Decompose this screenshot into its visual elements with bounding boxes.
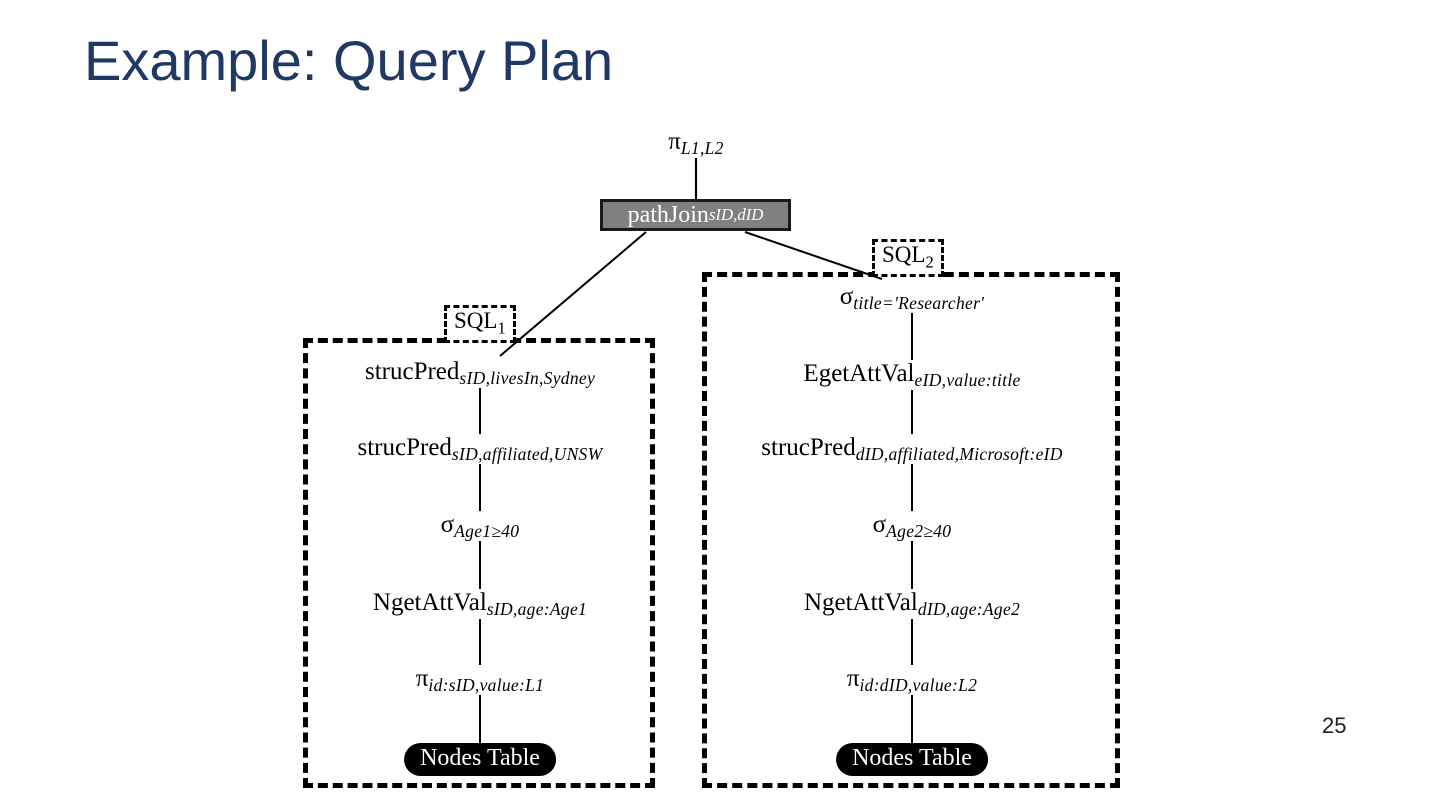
selection-age2: σAge2≥40 bbox=[867, 511, 957, 542]
group-tag-sql1-base: SQL bbox=[454, 308, 498, 333]
projection-did-l2-symbol: π bbox=[846, 665, 860, 692]
ngetattval-did-age2-sub: dID,age:Age2 bbox=[917, 598, 1021, 619]
selection-title-researcher-symbol: σ bbox=[839, 283, 854, 310]
group-tag-sql2-sub: 2 bbox=[925, 252, 934, 272]
strucpred-affiliated-microsoft: strucPreddID,affiliated,Microsoft:eID bbox=[756, 434, 1068, 465]
nodes-table-left-label: Nodes Table bbox=[420, 745, 540, 771]
egetattval-eid-title: EgetAttValeID,value:title bbox=[798, 360, 1026, 391]
projection-sid-l1-sub: id:sID,value:L1 bbox=[428, 674, 545, 695]
pathjoin-subscript: sID,dID bbox=[708, 205, 764, 224]
pathjoin-label: pathJoin bbox=[627, 201, 709, 228]
projection-did-l2: πid:dID,value:L2 bbox=[841, 665, 983, 696]
group-tag-sql1-sub: 1 bbox=[497, 318, 506, 338]
group-tag-sql2-base: SQL bbox=[882, 242, 926, 267]
group-tag-sql2: SQL2 bbox=[872, 239, 944, 277]
group-box-sql1 bbox=[303, 338, 655, 788]
projection-sid-l1: πid:sID,value:L1 bbox=[410, 665, 550, 696]
egetattval-eid-title-base: EgetAttVal bbox=[803, 360, 915, 387]
selection-age1: σAge1≥40 bbox=[435, 511, 525, 542]
strucpred-affiliated-microsoft-sub: dID,affiliated,Microsoft:eID bbox=[855, 443, 1063, 464]
egetattval-eid-title-sub: eID,value:title bbox=[914, 369, 1021, 390]
ngetattval-did-age2-base: NgetAttVal bbox=[803, 589, 918, 616]
strucpred-livesin-sydney-sub: sID,livesIn,Sydney bbox=[459, 367, 596, 388]
strucpred-livesin-sydney-base: strucPred bbox=[364, 358, 460, 385]
strucpred-affiliated-unsw-base: strucPred bbox=[357, 434, 452, 461]
projection-root-subscript: L1,L2 bbox=[680, 137, 724, 158]
nodes-table-left: Nodes Table bbox=[404, 743, 556, 776]
projection-sid-l1-symbol: π bbox=[415, 665, 429, 692]
nodes-table-right: Nodes Table bbox=[836, 743, 988, 776]
selection-title-researcher: σtitle='Researcher' bbox=[834, 283, 990, 314]
ngetattval-sid-age1: NgetAttValsID,age:Age1 bbox=[367, 589, 593, 620]
strucpred-affiliated-microsoft-base: strucPred bbox=[761, 434, 856, 461]
projection-root: πL1,L2 bbox=[663, 128, 729, 159]
selection-title-researcher-sub: title='Researcher' bbox=[853, 292, 985, 313]
nodes-table-right-label: Nodes Table bbox=[852, 745, 972, 771]
ngetattval-did-age2: NgetAttValdID,age:Age2 bbox=[798, 589, 1026, 620]
group-tag-sql1: SQL1 bbox=[444, 305, 516, 343]
selection-age2-sub: Age2≥40 bbox=[886, 520, 952, 541]
selection-age2-symbol: σ bbox=[872, 511, 887, 538]
page-number: 25 bbox=[1322, 713, 1347, 738]
selection-age1-symbol: σ bbox=[440, 511, 455, 538]
ngetattval-sid-age1-sub: sID,age:Age1 bbox=[486, 598, 588, 619]
strucpred-affiliated-unsw-sub: sID,affiliated,UNSW bbox=[451, 443, 603, 464]
ngetattval-sid-age1-base: NgetAttVal bbox=[372, 589, 487, 616]
selection-age1-sub: Age1≥40 bbox=[454, 520, 520, 541]
strucpred-livesin-sydney: strucPredsID,livesIn,Sydney bbox=[359, 358, 601, 389]
projection-root-symbol: π bbox=[668, 128, 681, 155]
page-title: Example: Query Plan bbox=[84, 29, 614, 92]
strucpred-affiliated-unsw: strucPredsID,affiliated,UNSW bbox=[352, 434, 608, 465]
projection-did-l2-sub: id:dID,value:L2 bbox=[859, 674, 978, 695]
